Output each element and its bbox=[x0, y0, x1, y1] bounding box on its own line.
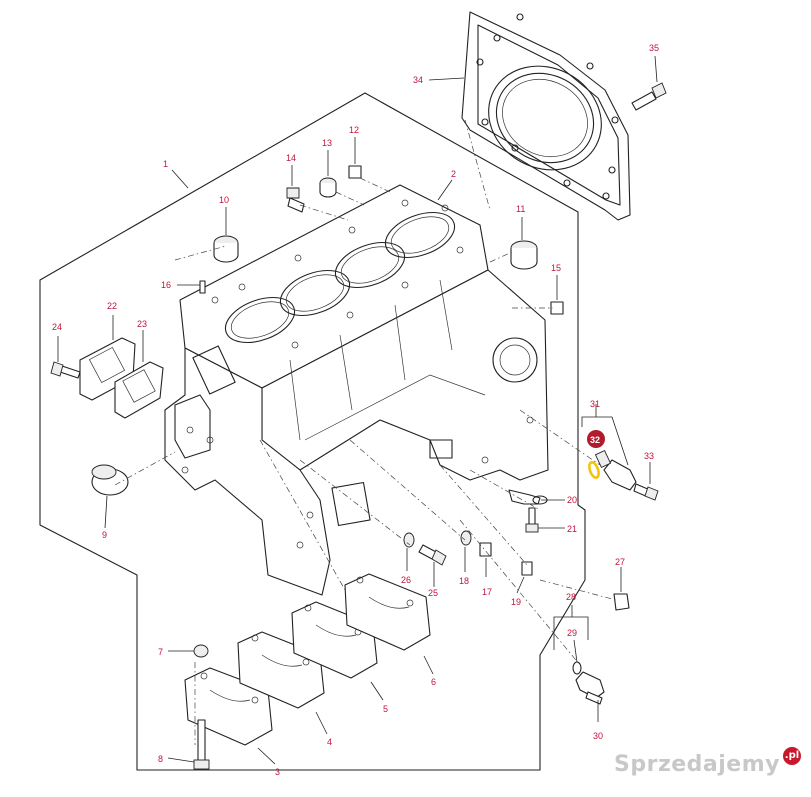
oring-32 bbox=[588, 461, 600, 479]
washer-18 bbox=[460, 530, 472, 546]
bolt-21 bbox=[525, 507, 539, 533]
highlight-badge-32 bbox=[587, 430, 605, 448]
label-20: 20 bbox=[567, 495, 577, 505]
part-labels: 1 2 3 4 5 6 7 8 9 10 11 12 13 14 15 16 1… bbox=[52, 43, 659, 777]
plug-13 bbox=[319, 177, 337, 198]
label-29: 29 bbox=[567, 628, 577, 638]
label-13: 13 bbox=[322, 138, 332, 148]
oring-29 bbox=[572, 661, 582, 675]
label-32: 32 bbox=[590, 435, 600, 445]
leader-lines bbox=[57, 55, 658, 765]
label-3: 3 bbox=[275, 767, 280, 777]
label-27: 27 bbox=[615, 557, 625, 567]
bolt-33 bbox=[633, 483, 659, 501]
dowel-pin-16 bbox=[199, 280, 206, 294]
label-30: 30 bbox=[593, 731, 603, 741]
washer-26 bbox=[403, 532, 415, 548]
label-34: 34 bbox=[413, 75, 423, 85]
alignment-lines bbox=[114, 119, 617, 745]
label-12: 12 bbox=[349, 125, 359, 135]
label-11: 11 bbox=[516, 204, 525, 214]
label-17: 17 bbox=[482, 587, 492, 597]
label-14: 14 bbox=[286, 153, 296, 163]
label-7: 7 bbox=[158, 647, 163, 657]
label-23: 23 bbox=[137, 319, 147, 329]
bolt-35 bbox=[631, 82, 667, 111]
assembly-frame bbox=[39, 92, 586, 771]
plug-15 bbox=[550, 301, 564, 315]
label-26: 26 bbox=[401, 575, 411, 585]
label-10: 10 bbox=[219, 195, 229, 205]
label-2: 2 bbox=[451, 169, 456, 179]
label-28: 28 bbox=[566, 592, 576, 602]
label-25: 25 bbox=[428, 588, 438, 598]
label-22: 22 bbox=[107, 301, 117, 311]
label-1: 1 bbox=[163, 159, 168, 169]
watermark-text: Sprzedajemy bbox=[614, 751, 780, 777]
label-19: 19 bbox=[511, 597, 521, 607]
rear-seal-housing bbox=[461, 11, 631, 221]
plug-27 bbox=[613, 593, 630, 611]
label-8: 8 bbox=[158, 754, 163, 764]
label-16: 16 bbox=[161, 280, 171, 290]
label-31: 31 bbox=[590, 399, 600, 409]
plug-11 bbox=[510, 240, 538, 270]
bolt-25 bbox=[418, 544, 447, 566]
label-35: 35 bbox=[649, 43, 659, 53]
sensor-31 bbox=[594, 449, 637, 491]
oil-jet-20 bbox=[508, 489, 548, 505]
camshaft-bushing-9 bbox=[91, 464, 129, 496]
watermark-tld: .pl bbox=[783, 747, 801, 765]
plug-12 bbox=[348, 165, 362, 179]
label-33: 33 bbox=[644, 451, 654, 461]
side-cover-gasket-23 bbox=[114, 361, 164, 419]
label-15: 15 bbox=[551, 263, 561, 273]
plug-14 bbox=[286, 187, 305, 213]
label-21: 21 bbox=[567, 524, 577, 534]
bolt-24 bbox=[50, 361, 81, 379]
main-bearing-cap-6 bbox=[344, 573, 431, 651]
watermark: Sprzedajemy.pl bbox=[614, 744, 804, 784]
plug-19 bbox=[521, 561, 533, 576]
plug-17 bbox=[479, 542, 492, 557]
label-5: 5 bbox=[383, 704, 388, 714]
label-24: 24 bbox=[52, 322, 62, 332]
cylinder-block bbox=[164, 184, 549, 596]
label-4: 4 bbox=[327, 737, 332, 747]
label-6: 6 bbox=[431, 677, 436, 687]
label-9: 9 bbox=[102, 530, 107, 540]
label-18: 18 bbox=[459, 576, 469, 586]
dowel-7 bbox=[193, 644, 209, 658]
plug-10 bbox=[213, 235, 239, 263]
main-bolt-8 bbox=[193, 719, 210, 770]
